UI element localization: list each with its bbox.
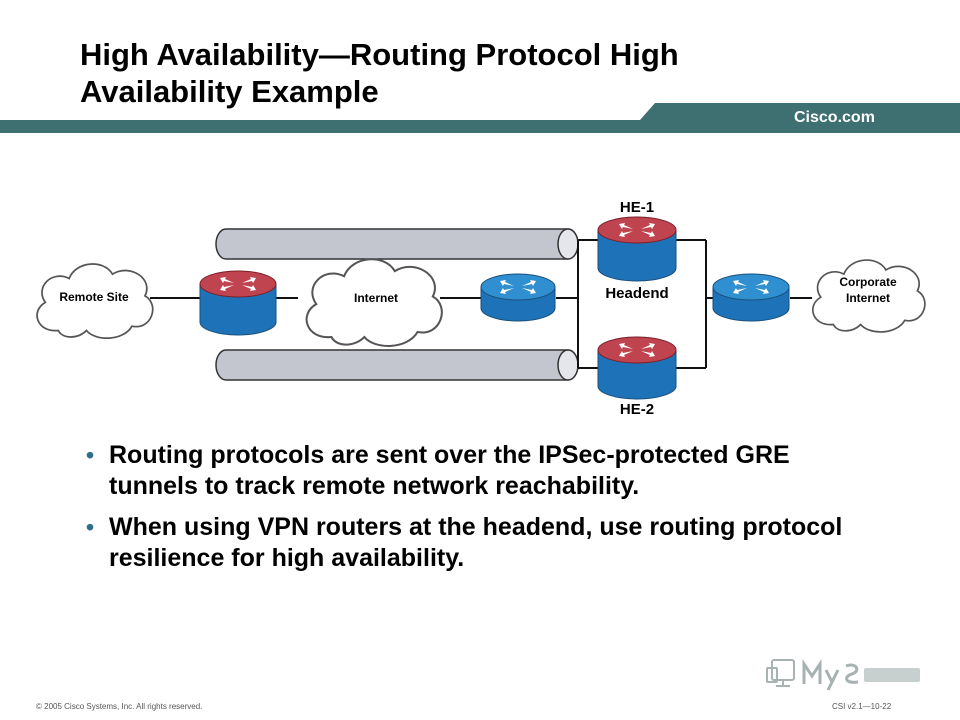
headend-label: Headend <box>605 285 668 302</box>
internet-corporate-label: Internet <box>846 291 890 305</box>
bullet-text: Routing protocols are sent over the IPSe… <box>109 441 790 500</box>
bullet-list: • Routing protocols are sent over the IP… <box>86 440 846 584</box>
cisco-com-link[interactable]: Cisco.com <box>794 109 875 126</box>
bullet-dot-icon: • <box>86 442 95 468</box>
mysharedpresentations-logo <box>766 659 920 691</box>
internet-cloud: Internet <box>305 258 444 348</box>
gre-tunnel-bottom <box>215 349 579 381</box>
internet-label: Internet <box>354 291 398 305</box>
remote-site-label: Remote Site <box>59 290 129 304</box>
he1-vpn-router-icon <box>597 216 677 282</box>
corporate-label: Corporate <box>839 275 897 289</box>
bullet-text: When using VPN routers at the headend, u… <box>109 513 843 572</box>
router-icon <box>480 273 556 322</box>
gre-tunnel-top <box>215 228 579 260</box>
he2-vpn-router-icon <box>597 336 677 400</box>
remote-vpn-router-icon <box>199 270 277 336</box>
bullet-item: • When using VPN routers at the headend,… <box>86 512 846 574</box>
corporate-internet-cloud: Corporate Internet <box>811 259 926 333</box>
network-diagram: Remote Site Internet Corporate Internet … <box>36 199 926 418</box>
footer-course-id: CSI v2.1—10-22 <box>832 702 892 711</box>
corporate-router-icon <box>712 273 790 322</box>
header-bar <box>0 103 960 133</box>
remote-site-cloud: Remote Site <box>36 263 154 340</box>
slide-title: High Availability—Routing Protocol High … <box>80 37 679 109</box>
he2-label: HE-2 <box>620 401 654 418</box>
bullet-dot-icon: • <box>86 514 95 540</box>
network-links <box>150 239 812 369</box>
he1-label: HE-1 <box>620 199 654 216</box>
bullet-item: • Routing protocols are sent over the IP… <box>86 440 846 502</box>
footer-copyright: © 2005 Cisco Systems, Inc. All rights re… <box>36 702 203 711</box>
